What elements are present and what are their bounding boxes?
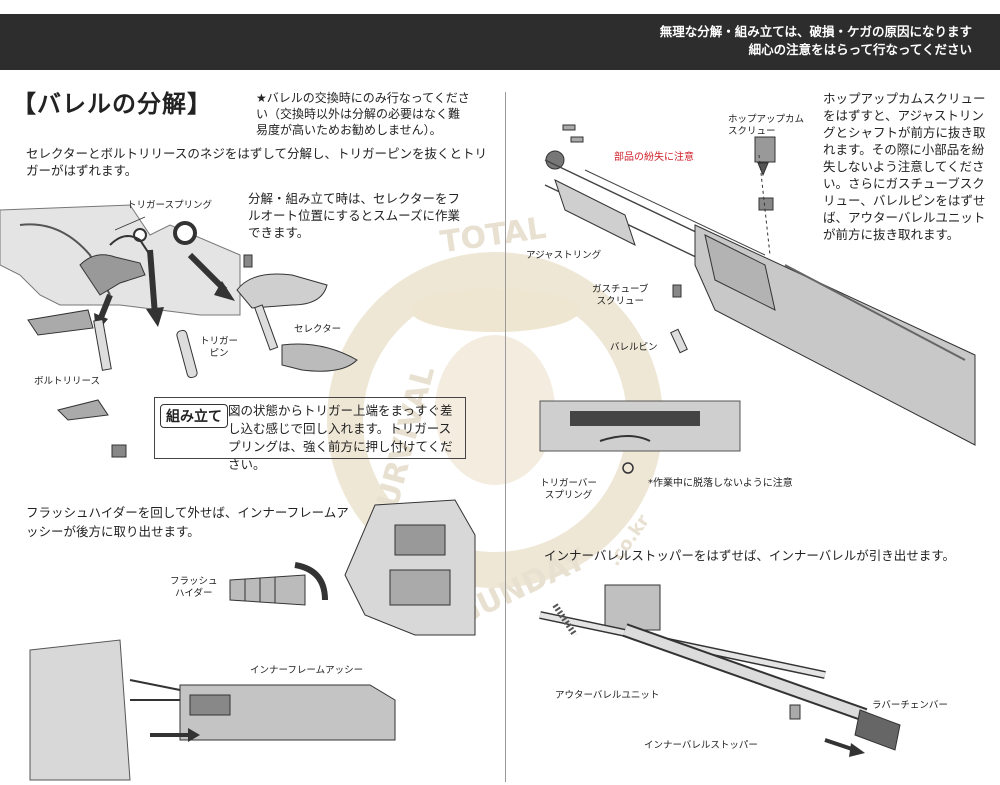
- label-inner-stopper: インナーバレルストッパー: [644, 740, 758, 751]
- intro-text: セレクターとボルトリリースのネジをはずして分解し、トリガーピンを抜くとトリガーが…: [26, 146, 488, 178]
- warning-line-1: 無理な分解・組み立ては、破損・ケガの原因になります: [659, 24, 972, 39]
- page-title: 【バレルの分解】: [12, 90, 212, 118]
- label-gas-tube-line-1: ガスチューブ: [592, 284, 649, 295]
- assembly-box: [154, 397, 466, 459]
- label-lost-parts: 部品の紛失に注意: [614, 152, 694, 163]
- warning-header: 無理な分解・組み立ては、破損・ケガの原因になります 細心の注意をはらって行なって…: [0, 14, 1000, 70]
- outer-barrel-diagram: [539, 584, 901, 757]
- column-divider: [505, 92, 506, 782]
- warning-line-2: 細心の注意をはらって行なってください: [748, 42, 972, 57]
- label-hopup-screw-line-1: ホップアップカム: [728, 114, 805, 125]
- label-barrel-pin: バレルピン: [610, 342, 658, 353]
- label-selector: セレクター: [294, 324, 342, 335]
- label-trigger-bar-line-1: トリガーバー: [540, 478, 597, 489]
- hopup-receiver-diagram: [544, 124, 976, 446]
- label-hopup-screw-line-2: スクリュー: [728, 126, 776, 137]
- label-gas-tube-screw: ガスチューブ スクリュー: [592, 284, 648, 308]
- tip-text: 分解・組み立て時は、セレクターをフルオート位置にするとスムーズに作業できます。: [248, 191, 461, 240]
- label-hopup-screw: ホップアップカム スクリュー: [728, 114, 804, 138]
- label-caution: *作業中に脱落しないように注意: [648, 478, 793, 489]
- label-gas-tube-line-2: スクリュー: [596, 296, 644, 307]
- label-trigger-pin-line-2: ピン: [209, 348, 229, 359]
- hopup-text: ホップアップカムスクリューをはずすと、アジャストリングとシャフトが前方に抜き取れ…: [823, 91, 986, 242]
- warning-text: 無理な分解・組み立ては、破損・ケガの原因になります 細心の注意をはらって行なって…: [660, 23, 972, 59]
- trigger-bar-diagram: [539, 400, 741, 474]
- label-rubber-chamber: ラバーチェンバー: [872, 700, 948, 711]
- bolt-release-illustration: [27, 309, 112, 421]
- label-trigger-bar-spring: トリガーバー スプリング: [540, 478, 597, 502]
- label-flash-hider-line-2: ハイダー: [175, 588, 213, 599]
- flash-hider-illustration: [229, 562, 328, 606]
- label-trigger-pin-line-1: トリガー: [200, 336, 239, 347]
- trigger-pin-illustration: [176, 329, 198, 379]
- inner-frame-illustration: [29, 639, 396, 781]
- front-sight-illustration: [344, 499, 476, 636]
- label-bolt-release: ボルトリリース: [34, 376, 101, 387]
- assembly-tag: 組み立て: [160, 404, 228, 428]
- assembly-text: 図の状態からトリガー上端をまっすぐ差し込む感じで回し入れます。トリガースプリング…: [228, 403, 453, 472]
- flash-hider-text: フラッシュハイダーを回して外せば、インナーフレームアッシーが後方に取り出せます。: [26, 505, 349, 539]
- label-flash-hider: フラッシュ ハイダー: [170, 576, 218, 600]
- trigger-group-diagram: [0, 204, 241, 333]
- exchange-note: ★バレルの交換時にのみ行なってください（交換時以外は分解の必要はなく難易度が高い…: [256, 91, 470, 137]
- label-trigger-pin: トリガー ピン: [200, 336, 238, 360]
- bolt-release-screw-icon: [111, 444, 127, 458]
- label-outer-barrel: アウターバレルユニット: [555, 690, 660, 701]
- label-inner-frame: インナーフレームアッシー: [250, 665, 364, 676]
- label-flash-hider-line-1: フラッシュ: [170, 576, 218, 587]
- label-trigger-spring: トリガースプリング: [127, 200, 213, 211]
- stopper-text: インナーバレルストッパーをはずせば、インナーバレルが引き出せます。: [544, 548, 956, 563]
- label-adjust-ring: アジャストリング: [526, 250, 602, 261]
- label-trigger-bar-line-2: スプリング: [544, 490, 593, 501]
- selector-illustration: [236, 254, 358, 372]
